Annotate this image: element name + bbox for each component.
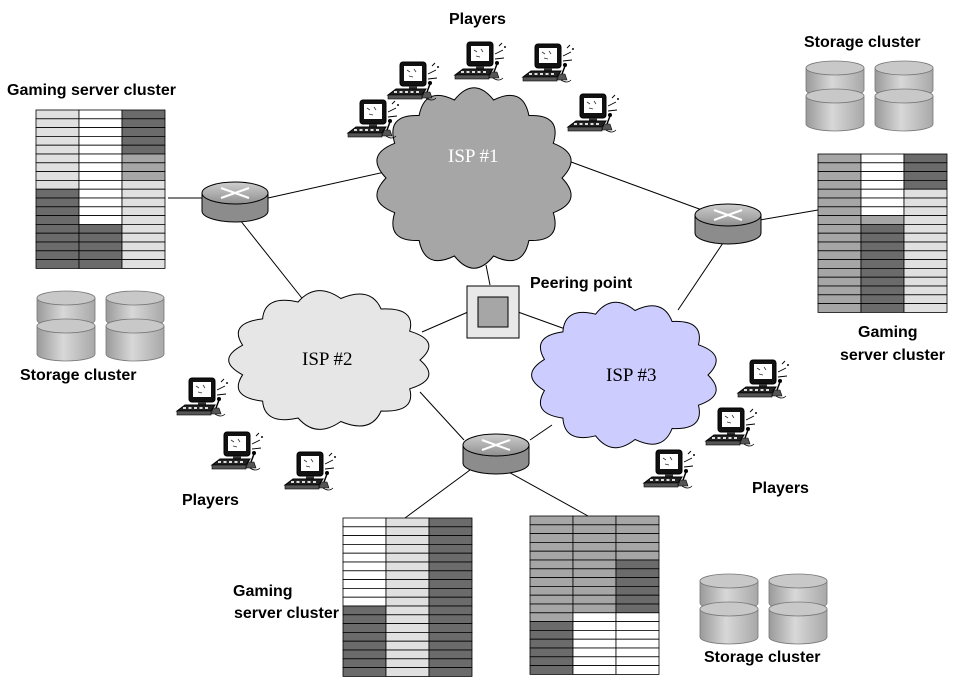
player-workstation-icon	[704, 407, 757, 447]
storage-cluster-bottom-right	[699, 573, 828, 645]
gaming-cluster-bottom-left	[342, 517, 473, 677]
player-workstation-icon	[736, 359, 789, 399]
player-workstation-icon	[346, 99, 399, 139]
storage-left-label: Storage cluster	[20, 367, 136, 384]
gaming-right-label-1: Gaming	[858, 324, 918, 341]
peering-point-label: Peering point	[530, 275, 633, 292]
link-router-right-isp1	[551, 154, 703, 211]
player-workstation-icon	[283, 451, 336, 491]
link-peering-isp3	[517, 311, 569, 331]
players-top-label: Players	[449, 11, 506, 28]
player-workstation-icon	[386, 61, 439, 101]
link-router-right-gaming	[759, 209, 819, 221]
gaming-cluster-right	[817, 153, 948, 313]
storage-cluster-top-right	[805, 60, 934, 132]
player-workstation-icon	[642, 449, 695, 489]
network-links	[168, 154, 819, 519]
gaming-cluster-bottom-right	[529, 515, 660, 675]
isp1-label: ISP #1	[448, 146, 499, 167]
link-router-left-isp2	[239, 219, 306, 303]
isp3-cloud	[531, 301, 717, 449]
router-left	[201, 181, 269, 223]
link-peering-isp2	[421, 311, 469, 333]
gaming-bottom-label-1: Gaming	[233, 583, 293, 600]
router-right	[694, 203, 762, 245]
gaming-top-left-label: Gaming server cluster	[7, 82, 176, 99]
link-router-bottom-isp3	[529, 424, 553, 441]
link-router-bottom-gaming	[404, 469, 471, 519]
gaming-right-label-2: server cluster	[840, 347, 945, 364]
link-router-bottom-storage	[504, 469, 589, 517]
peering-point-box	[466, 285, 520, 339]
player-workstation-icon	[175, 377, 228, 417]
isp3-label: ISP #3	[606, 365, 657, 386]
link-router-bottom-isp2	[419, 391, 465, 441]
link-router-left-isp1	[267, 171, 386, 199]
players-right-label: Players	[752, 480, 809, 497]
isp1-cloud	[376, 87, 572, 269]
storage-top-right-label: Storage cluster	[804, 34, 920, 51]
player-workstation-icon	[521, 43, 574, 83]
player-workstation-icon	[210, 431, 263, 471]
link-router-right-isp3	[677, 239, 726, 311]
players-left-label: Players	[182, 492, 239, 509]
player-workstation-icon	[453, 41, 506, 81]
gaming-cluster-top-left	[35, 109, 166, 269]
link-peering-isp1	[485, 264, 491, 286]
isp2-cloud	[228, 290, 430, 430]
gaming-bottom-label-2: server cluster	[234, 605, 339, 622]
router-bottom	[462, 433, 530, 475]
isp2-label: ISP #2	[302, 349, 353, 370]
player-workstation-icon	[566, 93, 619, 133]
storage-bottom-right-label: Storage cluster	[704, 649, 820, 666]
storage-cluster-left	[36, 290, 165, 362]
